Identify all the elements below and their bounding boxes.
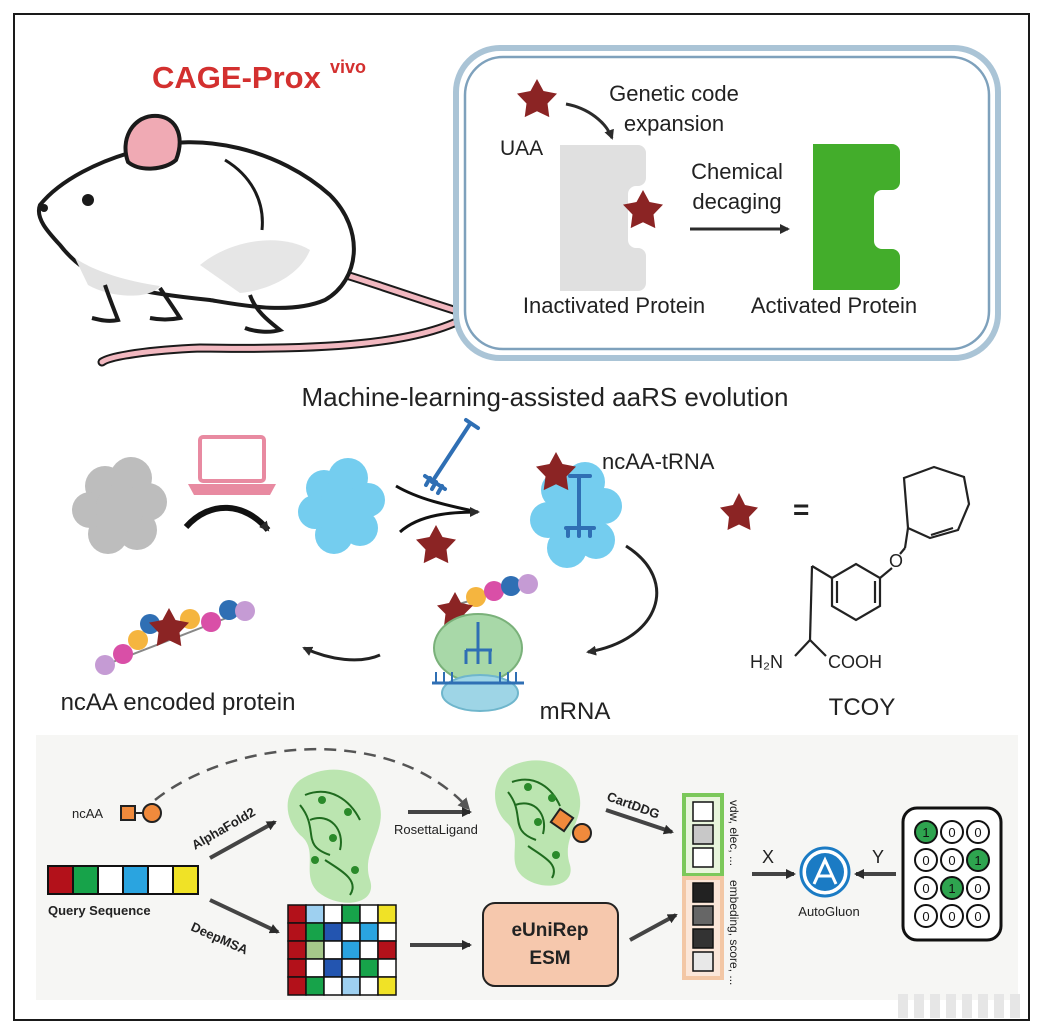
alphafold-arrow: [209, 820, 277, 860]
bound-ncaa-circle-icon: [572, 823, 592, 843]
sequence-features-label: embeding, score, ...: [727, 880, 741, 985]
matrix-cell-value: 1: [922, 825, 929, 840]
inactivated-protein: [560, 145, 646, 291]
eunirep-label-line1: eUniRep: [511, 920, 588, 941]
structure-feature-vector: [682, 793, 724, 877]
tcoy-amine: H₂N: [750, 652, 783, 672]
matrix-cell-value: 0: [948, 853, 955, 868]
matrix-cell: [914, 848, 938, 872]
decaging-label-line1: Chemical: [691, 159, 783, 184]
matrix-cell-value: 0: [948, 825, 955, 840]
uaa-star-icon: [517, 79, 557, 118]
cell-inner-wall: [463, 55, 991, 351]
matrix-cell-value: 0: [974, 881, 981, 896]
ribosome-icon: [432, 613, 524, 712]
query-sequence-icon: [47, 865, 199, 895]
free-ncaa-star-icon: [416, 525, 456, 564]
x-label: X: [762, 847, 774, 867]
matrix-cell: [940, 820, 964, 844]
charging-arrow-curve-a: [395, 484, 479, 514]
mouse-illustration: [36, 113, 482, 367]
autogluon-label: AutoGluon: [798, 904, 859, 919]
ncaa-label: ncAA: [72, 806, 103, 821]
trna-icon: [423, 418, 480, 495]
gray-cloud-icon: [72, 457, 167, 554]
matrix-cell: [914, 876, 938, 900]
peptide-chain-protein: [95, 600, 255, 675]
query-sequence-label: Query Sequence: [48, 903, 151, 918]
caged-star-icon: [623, 190, 663, 229]
activated-protein: [813, 144, 900, 290]
matrix-cell-value: 1: [974, 853, 981, 868]
autogluon-icon: [799, 846, 851, 898]
peptide-chain-top: [451, 574, 538, 607]
eunirep-box: [482, 902, 619, 987]
tcoy-carboxyl: COOH: [828, 652, 882, 672]
rosetta-label: RosettaLigand: [394, 822, 478, 837]
cartddg-arrow: [605, 808, 674, 835]
matrix-cell: [914, 904, 938, 928]
mrna-label: mRNA: [540, 698, 611, 725]
charged-trna-icon: [564, 474, 596, 538]
matrix-cell-value: 0: [922, 853, 929, 868]
gce-label-line1: Genetic code: [609, 81, 739, 106]
structure-features-label: vdw, elec, ...: [727, 800, 741, 866]
protein-star-icon: [149, 608, 189, 647]
tcoy-structure: [794, 465, 971, 657]
dashed-arrow: [154, 748, 471, 811]
inactivated-protein-label: Inactivated Protein: [523, 293, 705, 318]
protein-label: ncAA encoded protein: [61, 689, 296, 716]
activated-protein-label: Activated Protein: [751, 293, 917, 318]
gce-label-line2: expansion: [624, 111, 724, 136]
uaa-label: UAA: [500, 137, 543, 160]
matrix-cell-value: 0: [974, 825, 981, 840]
protein-structure-1: [287, 769, 381, 903]
title-superscript: vivo: [330, 57, 366, 77]
title-main: CAGE-Prox: [152, 60, 322, 95]
ml-section-heading: Machine-learning-assisted aaRS evolution: [301, 382, 788, 412]
figure-frame: [13, 13, 1030, 1021]
deepmsa-arrow: [209, 898, 280, 934]
label-matrix: 1 0 0 0 0 1 0 1 0 0 0 0: [914, 820, 990, 928]
protein-structure-2: [495, 760, 581, 886]
tcoy-label: TCOY: [829, 694, 896, 721]
matrix-cell: [966, 876, 990, 900]
blue-cloud-icon: [298, 458, 385, 554]
matrix-cell: [966, 904, 990, 928]
eunirep-label-line2: ESM: [529, 948, 570, 969]
tcoy-oxygen: O: [889, 551, 903, 571]
laptop-icon: [188, 435, 276, 495]
charged-star-icon: [536, 452, 576, 491]
equals-sign: =: [793, 494, 809, 525]
matrix-cell-value: 0: [922, 881, 929, 896]
ncaa-trna-label: ncAA-tRNA: [602, 449, 715, 474]
design-arrow: [183, 504, 271, 532]
matrix-cell-value: 0: [974, 909, 981, 924]
gce-arrow: [565, 102, 614, 140]
charging-arrow-curve-b: [398, 507, 480, 534]
footer-bars-graphic: [898, 994, 1020, 1018]
matrix-cell: [940, 848, 964, 872]
msa-grid-icon: [287, 904, 397, 996]
ncaa-square-icon: [120, 805, 136, 821]
matrix-cell-value: 0: [922, 909, 929, 924]
y-label: Y: [872, 847, 884, 867]
legend-star-icon: [720, 493, 758, 530]
matrix-cell: [966, 820, 990, 844]
matrix-cell: [940, 876, 964, 900]
protein-release-arrow: [302, 646, 381, 662]
translation-arrow: [586, 544, 659, 656]
sequence-feature-vector: [682, 876, 724, 980]
matrix-cell-value: 1: [948, 881, 955, 896]
decaging-label-line2: decaging: [692, 189, 781, 214]
matrix-cell: [940, 904, 964, 928]
ncaa-circle-icon: [142, 803, 162, 823]
matrix-cell: [966, 848, 990, 872]
matrix-cell-value: 0: [948, 909, 955, 924]
matrix-cell: [914, 820, 938, 844]
esm-to-vector-arrow: [629, 913, 678, 942]
bound-ncaa-square-icon: [549, 807, 575, 833]
